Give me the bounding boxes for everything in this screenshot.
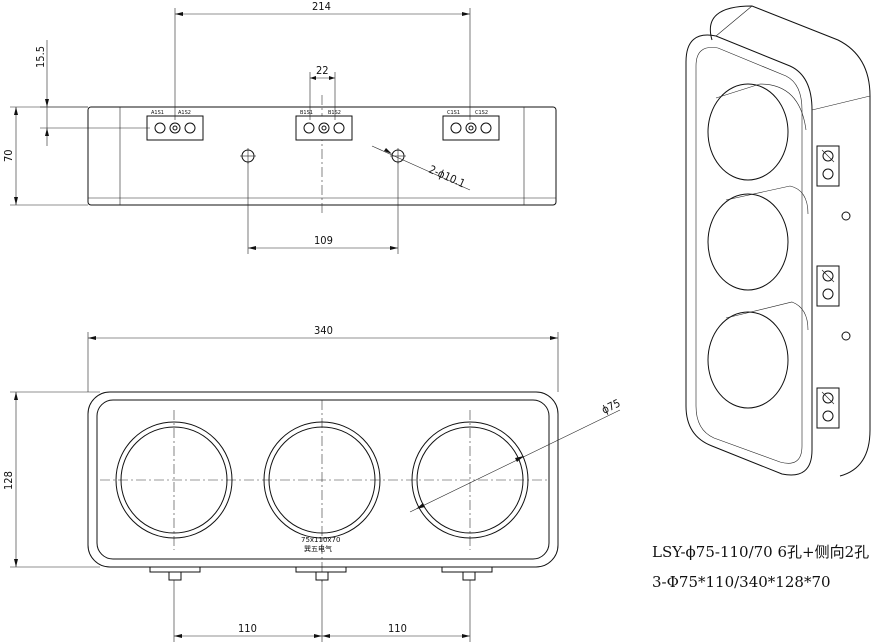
dim-70-label: 70: [2, 149, 15, 162]
iso-opening-top: [707, 83, 807, 181]
dimension-22: 22: [309, 64, 336, 120]
iso-terminal-middle: [816, 265, 840, 307]
bottom-studs: [149, 566, 493, 581]
dimension-15-5: 15.5: [34, 40, 150, 146]
aperture-center: [263, 421, 381, 539]
dim-pitch-left-label: 110: [238, 622, 257, 635]
iso-terminal-bottom: [816, 387, 840, 429]
model-caption: LSY-ϕ75-110/70 6孔+侧向2孔 3-Φ75*110/340*128…: [652, 537, 882, 597]
iso-side-hole-bottom: [841, 331, 851, 341]
terminal-label-a-right: A1S2: [178, 110, 191, 116]
top-body-inner: [96, 399, 550, 560]
model-caption-line1: LSY-ϕ75-110/70 6孔+侧向2孔: [652, 543, 870, 561]
dim-109-label: 109: [314, 234, 333, 247]
model-caption-line2: 3-Φ75*110/340*128*70: [652, 573, 831, 591]
nameplate-line2: 巽五电气: [304, 544, 332, 553]
iso-back-outline: [710, 5, 871, 477]
dim-pitch-right-label: 110: [388, 622, 407, 635]
iso-terminal-top: [816, 145, 840, 187]
dimension-109: 109: [247, 162, 399, 254]
dim-diameter-label: ϕ75: [600, 397, 623, 417]
dimension-70: 70: [2, 106, 88, 206]
terminal-block-b: B1S1 B1S2: [295, 110, 353, 141]
iso-front-face-inner: [695, 47, 803, 464]
iso-opening-bottom: [707, 301, 809, 409]
front-view: A1S1 A1S2 B1S1 B1S2 C1S1 C1S2: [2, 0, 557, 254]
terminal-block-c: C1S1 C1S2: [442, 110, 500, 141]
top-view: 75x110x70 巽五电气 340 128: [2, 324, 623, 642]
terminal-label-b-left: B1S1: [300, 110, 313, 116]
dim-340-label: 340: [314, 324, 333, 337]
terminal-label-a-left: A1S1: [151, 110, 164, 116]
nameplate-line1: 75x110x70: [301, 536, 340, 544]
iso-side-hole-top: [841, 211, 851, 221]
hole-note-label: 2-ϕ10.1: [427, 163, 467, 191]
iso-front-face-outer: [685, 34, 813, 476]
dimension-340: 340: [87, 324, 559, 392]
dimension-214: 214: [174, 0, 471, 120]
aperture-left: [115, 421, 233, 539]
dim-214-label: 214: [312, 0, 331, 13]
aperture-right: [411, 421, 529, 539]
isometric-view: [685, 5, 871, 477]
dimension-128: 128: [2, 391, 100, 568]
terminal-label-c-left: C1S1: [447, 110, 460, 116]
dimension-diameter: ϕ75: [409, 397, 623, 513]
terminal-label-b-right: B1S2: [328, 110, 341, 116]
dim-15-5-label: 15.5: [34, 46, 47, 68]
dimension-pitch: 110 110: [173, 580, 471, 642]
dim-128-label: 128: [2, 471, 15, 490]
iso-opening-middle: [707, 185, 809, 291]
terminal-label-c-right: C1S2: [475, 110, 488, 116]
hole-leader: 2-ϕ10.1: [371, 145, 471, 191]
dim-22-label: 22: [316, 64, 329, 77]
